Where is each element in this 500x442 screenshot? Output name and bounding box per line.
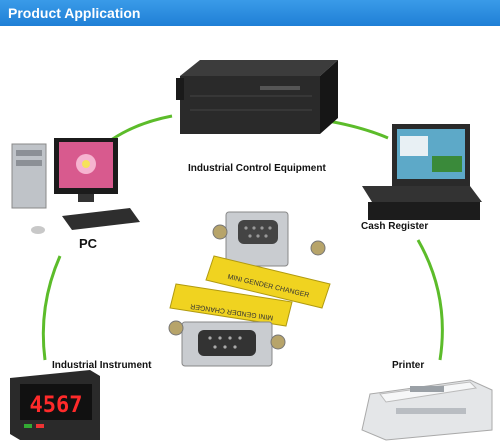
pc-image bbox=[11, 138, 140, 234]
label-industrial-instrument: Industrial Instrument bbox=[52, 360, 152, 371]
instrument-image: 4567 bbox=[10, 370, 100, 440]
arc-pc-instrument bbox=[41, 255, 62, 361]
server-image bbox=[176, 60, 338, 134]
product-scene: MINI GENDER CHANGER MINI GENDER CHANGER … bbox=[10, 60, 493, 441]
arc-cash-printer bbox=[416, 239, 444, 361]
cash-register-image bbox=[362, 124, 482, 220]
label-cash-register: Cash Register bbox=[361, 221, 429, 232]
label-printer: Printer bbox=[392, 360, 425, 371]
instrument-display: 4567 bbox=[30, 393, 83, 418]
section-header: Product Application bbox=[0, 0, 500, 26]
section-title: Product Application bbox=[8, 5, 141, 21]
label-pc: PC bbox=[79, 236, 98, 251]
label-industrial-control-equipment: Industrial Control Equipment bbox=[188, 163, 326, 174]
printer-image bbox=[361, 379, 493, 441]
gender-changer-top: MINI GENDER CHANGER bbox=[205, 211, 331, 309]
